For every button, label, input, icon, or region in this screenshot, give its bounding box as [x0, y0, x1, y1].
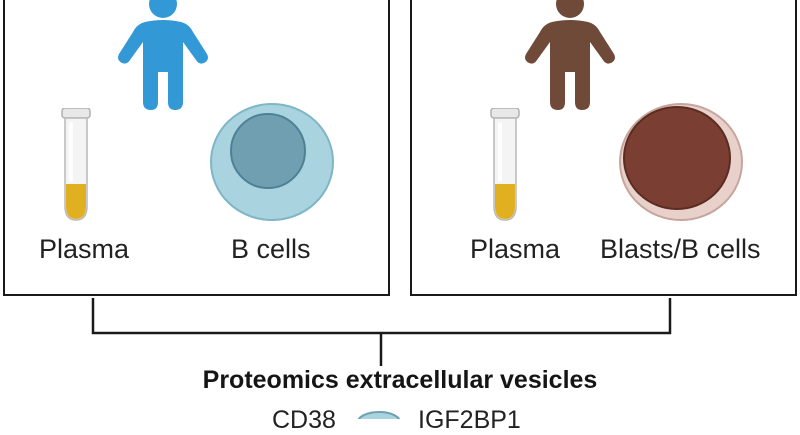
cd38-label: CD38: [272, 406, 336, 434]
person-icon: [525, 0, 615, 110]
b-cell-icon: [210, 103, 334, 221]
test-tube-icon: [490, 108, 520, 221]
blasts-b-cells-label: Blasts/B cells: [600, 234, 761, 264]
igf2bp1-label: IGF2BP1: [418, 406, 521, 434]
plasma-label: Plasma: [470, 234, 561, 264]
patient-panel: Plasma Blasts/B cells: [410, 0, 797, 296]
b-cells-label: B cells: [231, 234, 311, 264]
person-icon: [118, 0, 208, 110]
page-title: Proteomics extracellular vesicles: [202, 366, 598, 394]
connector-bracket: [91, 298, 672, 366]
vesicle-icon: [357, 411, 401, 419]
test-tube-icon: [61, 108, 91, 221]
blast-cell-icon: [619, 103, 743, 221]
plasma-label: Plasma: [39, 234, 130, 264]
healthy-donor-panel: Plasma B cells: [3, 0, 390, 296]
